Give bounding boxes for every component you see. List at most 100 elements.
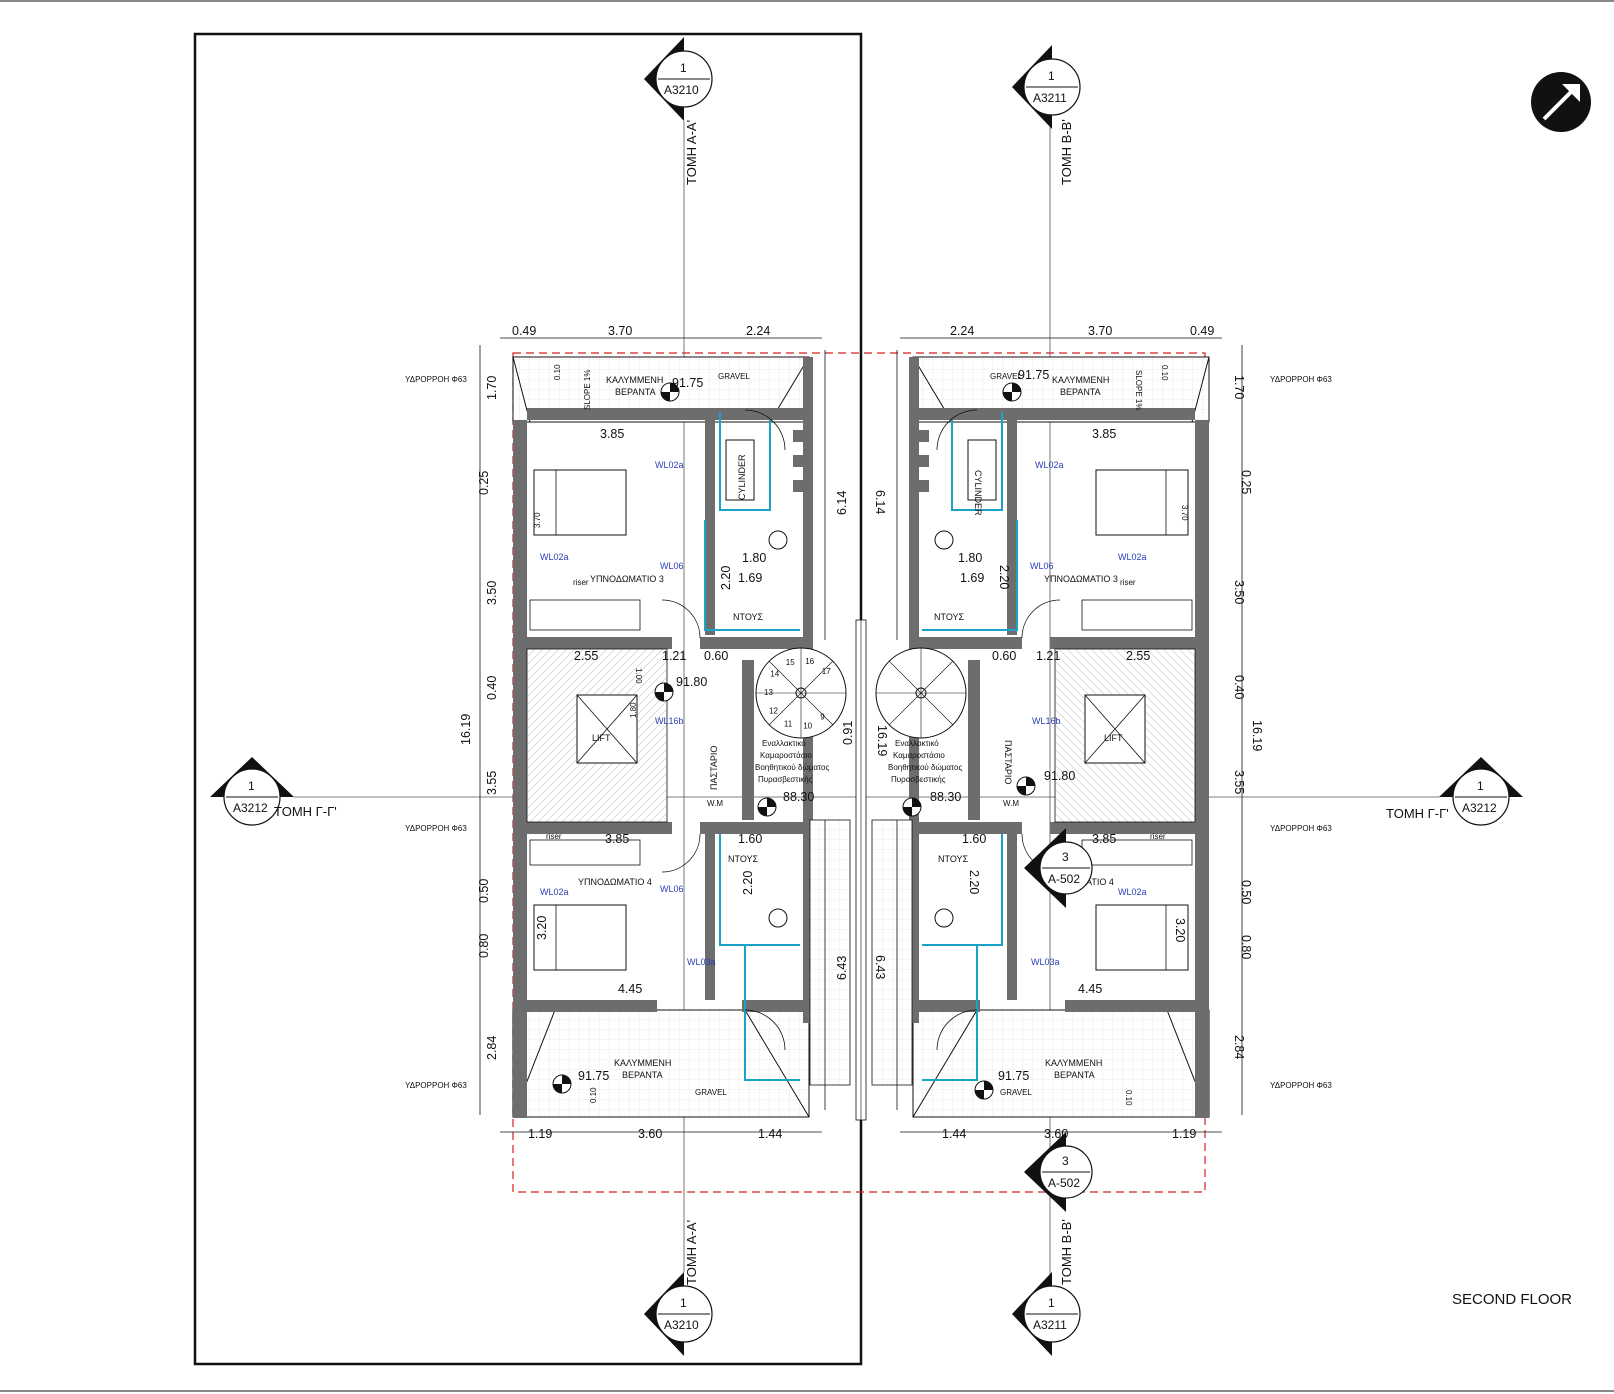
tag-wl02a-right-3: WL02a — [1118, 887, 1147, 897]
gutter-right-2: ΥΔΡΟΡΡΟΗ Φ63 — [1270, 824, 1332, 833]
dim-right-040: 0.40 — [1232, 675, 1246, 699]
left-unit — [512, 356, 851, 1118]
tag-wl02a-left-2: WL02a — [540, 552, 569, 562]
level-veranda-bot-left: 91.75 — [578, 1069, 609, 1083]
section-gg-right-label: ΤΟΜΗ Γ-Γ' — [1386, 806, 1449, 821]
tag-wl02a-left-3: WL02a — [540, 887, 569, 897]
section-aa-bottom-number: 1 — [680, 1296, 687, 1310]
detail-marker-a502-lower — [1024, 1132, 1093, 1212]
dim-left-010-top: 0.10 — [553, 364, 562, 380]
room-cylinder-left: CYLINDER — [737, 454, 747, 500]
tag-wl16b-right: WL16b — [1032, 716, 1061, 726]
alt-room-right-l4: Πυρασβεστικής — [891, 775, 946, 784]
dim-right-370-bed: 3.70 — [1180, 505, 1189, 521]
dim-left-025: 0.25 — [477, 471, 491, 495]
detail-upper-sheet: A-502 — [1048, 872, 1080, 886]
slope-top-right: SLOPE 1% — [1134, 370, 1143, 410]
tag-wl16b-left: WL16b — [655, 716, 684, 726]
riser-top-right: riser — [1120, 578, 1136, 587]
detail-lower-sheet: A-502 — [1048, 1176, 1080, 1190]
dim-right-121: 1.21 — [1036, 649, 1060, 663]
dim-left-385-bot: 3.85 — [605, 832, 629, 846]
alt-room-left-l2: Καμαροστάσιο — [760, 751, 812, 760]
dim-center-left-643: 6.43 — [835, 956, 849, 980]
section-aa-bottom-sheet: A3210 — [664, 1318, 699, 1332]
dim-left-080: 0.80 — [477, 934, 491, 958]
room-shower-top-right: ΝΤΟΥΣ — [934, 612, 965, 622]
section-gg-left-sheet: A3212 — [233, 801, 268, 815]
tag-wl02a-right-1: WL02a — [1035, 460, 1064, 470]
room-lift-right: LIFT — [1104, 733, 1123, 743]
riser-bot-right: riser — [1150, 832, 1166, 841]
dim-left-100-lift: 1.00 — [634, 668, 643, 684]
veranda-top-right-l2: ΒΕΡΑΝΤΑ — [1060, 387, 1101, 397]
dim-top-right-049: 0.49 — [1190, 324, 1214, 338]
section-gg-right-number: 1 — [1477, 779, 1484, 793]
room-bedroom4-left: ΥΠΝΟΔΩΜΑΤΙΟ 4 — [578, 877, 652, 887]
level-marker-veranda-top-right — [1002, 382, 1022, 402]
tag-wl02a-right-2: WL02a — [1118, 552, 1147, 562]
dim-right-355: 3.55 — [1232, 770, 1246, 794]
dim-left-255: 2.55 — [574, 649, 598, 663]
room-pantry-left: ΠΑΣΤΑΡΙΟ — [709, 746, 719, 790]
stair-step-number: 13 — [764, 688, 773, 697]
tag-wl06-left-2: WL06 — [660, 884, 684, 894]
section-bb-top-sheet: A3211 — [1033, 91, 1067, 105]
riser-bot-left: riser — [546, 832, 562, 841]
dim-bottom-right-119: 1.19 — [1172, 1127, 1196, 1141]
tag-wl03a-right: WL03a — [1031, 957, 1060, 967]
dim-left-060: 0.60 — [704, 649, 728, 663]
room-shower-top-left: ΝΤΟΥΣ — [733, 612, 764, 622]
tag-wl03a-left: WL03a — [687, 957, 716, 967]
dim-left-160: 1.60 — [738, 832, 762, 846]
section-marker-bb-bottom — [1012, 1272, 1092, 1356]
dim-right-160: 1.60 — [962, 832, 986, 846]
gravel-bot-left: GRAVEL — [695, 1088, 727, 1097]
dim-right-025: 0.25 — [1239, 470, 1253, 494]
dim-center-right-614: 6.14 — [873, 490, 887, 514]
alt-room-right-l3: Βοηθητικού δώματος — [888, 763, 962, 772]
section-gg-left-number: 1 — [248, 779, 255, 793]
section-marker-gg-left — [210, 757, 294, 837]
section-bb-top-label: ΤΟΜΗ Β-Β' — [1059, 119, 1074, 185]
veranda-top-left-l1: ΚΑΛΥΜΜΕΝΗ — [606, 375, 663, 385]
section-aa-top-number: 1 — [680, 61, 687, 75]
dim-left-010-bot: 0.10 — [589, 1087, 598, 1103]
section-gg-left-label: ΤΟΜΗ Γ-Γ' — [274, 804, 337, 819]
dim-left-169: 1.69 — [738, 571, 762, 585]
veranda-bot-right-l2: ΒΕΡΑΝΤΑ — [1054, 1070, 1095, 1080]
level-marker-veranda-top-left — [660, 382, 680, 402]
alt-room-left-l1: Εναλλακτικό — [762, 739, 806, 748]
tag-wl02a-left-1: WL02a — [655, 460, 684, 470]
level-veranda-top-left: 91.75 — [672, 376, 703, 390]
level-marker-stair-left — [757, 797, 777, 817]
dim-right-010-top: 0.10 — [1160, 365, 1169, 381]
veranda-top-left-l2: ΒΕΡΑΝΤΑ — [615, 387, 656, 397]
section-marker-aa-top — [644, 37, 724, 121]
room-cylinder-right: CYLINDER — [973, 470, 983, 516]
dim-left-355: 3.55 — [485, 771, 499, 795]
alt-room-right-l2: Καμαροστάσιο — [893, 751, 945, 760]
dim-right-010-bot: 0.10 — [1124, 1090, 1133, 1106]
dim-right-050: 0.50 — [1239, 880, 1253, 904]
dim-left-220-bot: 2.20 — [741, 871, 755, 895]
section-aa-top-label: ΤΟΜΗ Α-Α' — [684, 120, 699, 185]
dim-left-320: 3.20 — [535, 916, 549, 940]
stair-step-number: 15 — [786, 658, 795, 667]
gutter-left-1: ΥΔΡΟΡΡΟΗ Φ63 — [405, 375, 467, 384]
section-marker-gg-right — [1439, 757, 1523, 837]
dim-top-left-370: 3.70 — [608, 324, 632, 338]
level-landing-left: 91.80 — [676, 675, 707, 689]
stair-step-number: 16 — [805, 657, 814, 666]
room-pantry-right: ΠΑΣΤΑΡΙΟ — [1003, 740, 1013, 784]
dim-bottom-right-144: 1.44 — [942, 1127, 966, 1141]
room-lift-left: LIFT — [592, 733, 611, 743]
veranda-bot-left-l2: ΒΕΡΑΝΤΑ — [622, 1070, 663, 1080]
gutter-left-3: ΥΔΡΟΡΡΟΗ Φ63 — [405, 1081, 467, 1090]
dim-center-091: 0.91 — [841, 721, 855, 745]
level-landing-right: 91.80 — [1044, 769, 1075, 783]
dim-right-385-bot: 3.85 — [1092, 832, 1116, 846]
level-veranda-top-right: 91.75 — [1018, 368, 1049, 382]
veranda-top-right-l1: ΚΑΛΥΜΜΕΝΗ — [1052, 375, 1109, 385]
